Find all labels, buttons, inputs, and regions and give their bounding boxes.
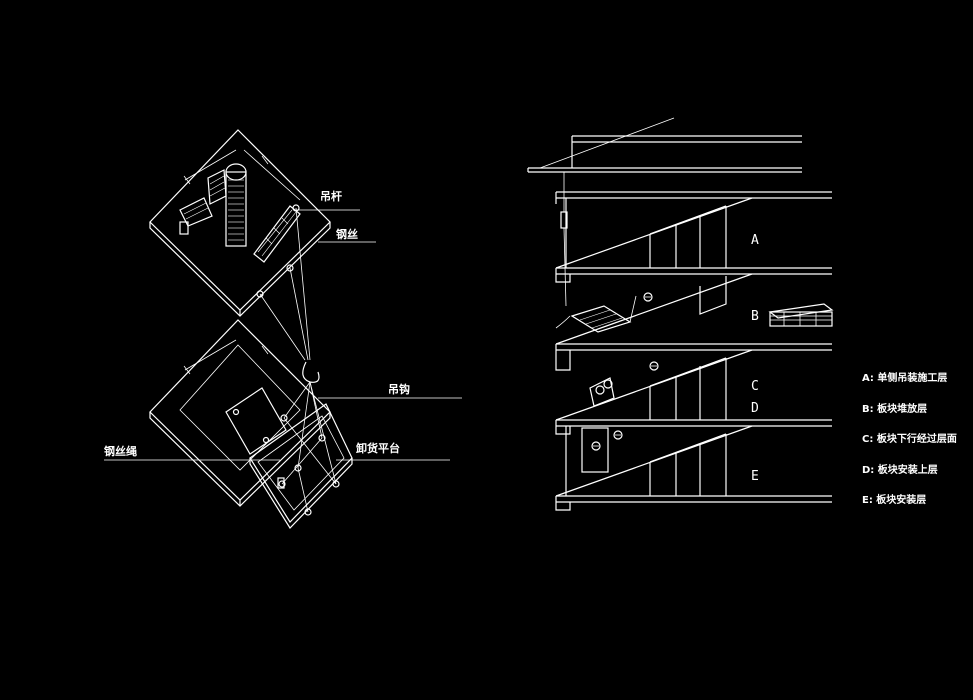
cables xyxy=(259,207,311,361)
legend-item-a: A: 单侧吊装施工层 xyxy=(862,371,947,384)
suspended-panel xyxy=(225,387,287,455)
unloading-platform xyxy=(104,381,450,529)
legend: A: 单侧吊装施工层 B: 板块堆放层 C: 板块下行经过层面 D: 板块安装上… xyxy=(862,371,957,506)
label-lifting-bar: 吊杆 xyxy=(320,189,342,203)
hook xyxy=(302,361,462,399)
level-label-d: D xyxy=(751,401,759,416)
hoisting-panel xyxy=(555,227,659,473)
legend-item-d: D: 板块安装上层 xyxy=(862,463,938,476)
label-cable: 钢丝 xyxy=(336,227,358,241)
floor-slabs xyxy=(555,191,832,511)
level-label-a: A xyxy=(751,233,759,248)
building-section-diagram: A B C D E xyxy=(527,117,834,511)
level-label-b: B xyxy=(751,309,759,324)
label-rope: 钢丝绳 xyxy=(104,444,137,458)
label-platform: 卸货平台 xyxy=(356,441,400,455)
roof-crane xyxy=(527,117,802,229)
level-label-e: E xyxy=(751,469,759,484)
legend-item-c: C: 板块下行经过层面 xyxy=(862,432,957,445)
lower-slab xyxy=(149,319,331,507)
legend-item-e: E: 板块安装层 xyxy=(862,493,926,506)
perspective-walls xyxy=(555,197,753,497)
label-hook: 吊钩 xyxy=(388,382,410,396)
legend-item-b: B: 板块堆放层 xyxy=(862,402,927,415)
panel-stack xyxy=(768,303,834,327)
upper-slab xyxy=(149,129,331,317)
level-label-c: C xyxy=(751,379,759,394)
hoisting-isometric-diagram: 吊杆 钢丝 吊钩 钢丝绳 卸货平台 xyxy=(104,129,462,529)
